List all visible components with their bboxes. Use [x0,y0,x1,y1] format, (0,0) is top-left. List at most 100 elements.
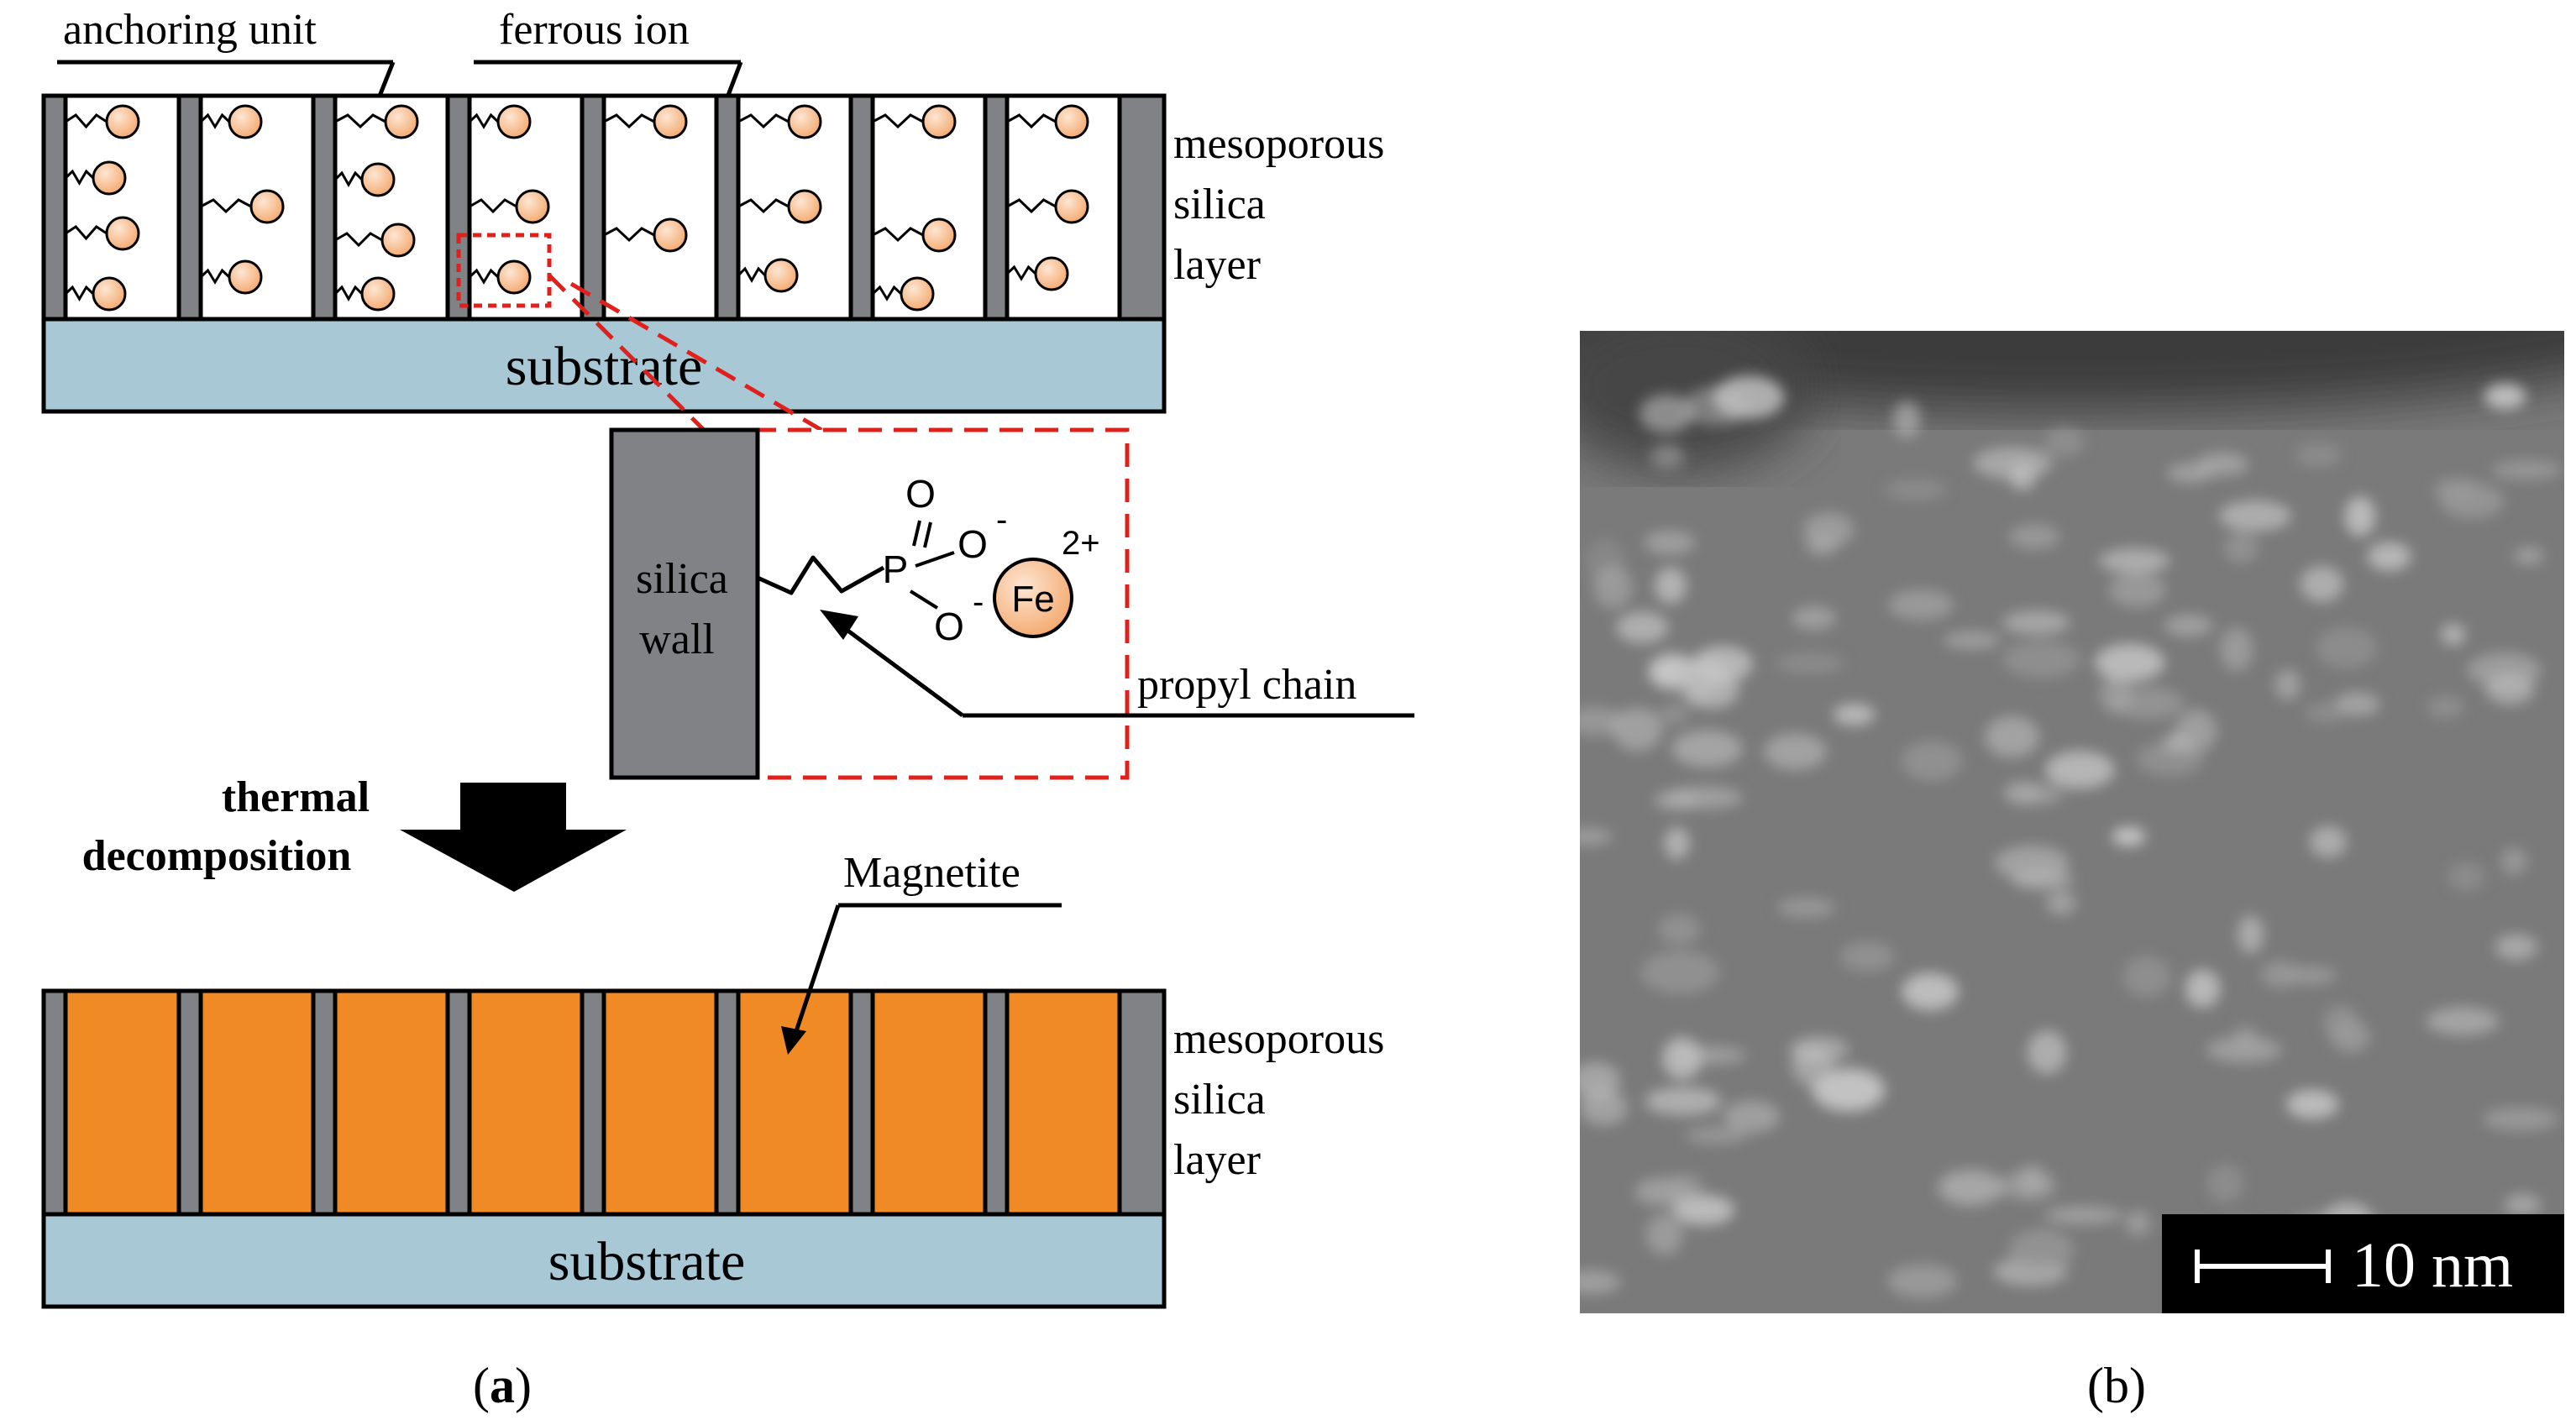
micrograph-particle [2344,496,2375,537]
micrograph-particle [2185,969,2221,1008]
silica-wall-bottom [1117,988,1167,1217]
label-ferrous-ion: ferrous ion [499,6,690,54]
anchoring-chain [603,227,655,243]
micrograph-particle [1902,972,1959,1010]
micrograph-particle [2484,384,2526,409]
anchoring-chain [737,198,790,214]
caption-a: (a) [473,1358,532,1413]
bond-p-o-bottom [909,589,939,610]
micrograph-particle [2368,542,2411,571]
substrate-bottom-label: substrate [548,1231,746,1292]
substrate-bottom [41,1212,1167,1309]
micrograph-particle [2309,825,2348,858]
layer-label-bottom-1: mesoporous [1173,1015,1384,1063]
ferrous-ion-dot [92,276,127,312]
micrograph-particle [1660,704,1688,726]
ferrous-ion-dot [1054,189,1089,224]
charge-minus-bottom: - [973,584,984,621]
micrograph-particle [2504,1194,2542,1216]
micrograph-particle [2426,1007,2500,1035]
ferrous-ion-dot [763,258,799,293]
silica-wall-top [445,93,472,322]
propyl-chain-zigzag [756,555,885,595]
micrograph-particle [1893,401,1921,438]
micrograph-particle [2046,891,2076,915]
micrograph-particle [1640,951,1720,994]
zoom-connector-left [548,274,706,432]
ferrous-ions [64,104,1089,312]
ferrous-ion-dot [1054,104,1089,139]
micrograph-particle [1580,1270,1621,1294]
micrograph-particle [1671,730,1743,768]
label-anchoring-unit: anchoring unit [63,6,317,54]
ferrous-ion-dot [92,160,127,196]
micrograph-particle [2108,573,2166,608]
micrograph-particle [2175,710,2217,752]
ferrous-ion-dot [921,104,957,139]
oxygen-top: O [905,472,936,516]
anchoring-chain [333,170,364,188]
anchoring-chain [469,198,517,214]
anchoring-chain [199,268,231,285]
ferrous-ion-dot [787,104,822,139]
micrograph-particle [1653,790,1699,810]
ferrous-ion-dot [787,189,822,224]
anchoring-chain [603,113,655,129]
micrograph-particle [1662,1037,1702,1080]
fe-charge: 2+ [1062,525,1100,562]
micrograph-particle [1580,706,1623,736]
micrograph-particle [1789,1035,1849,1064]
micrograph-particle [1803,512,1855,547]
micrograph-particle [2027,1030,2067,1074]
ferrous-ion-dot [384,104,419,139]
process-arrow [400,783,627,892]
anchoring-chain [468,268,500,285]
ferrous-ion-dot [900,276,935,312]
micrograph-particle [1884,479,1948,500]
micrograph-particle [1664,827,1690,860]
silica-wall-top [714,93,741,322]
micrograph-particle [1672,1194,1734,1225]
layer-label-top-2: silica [1173,181,1266,228]
silica-wall-bottom [445,988,472,1217]
micrograph-particle [2017,1165,2048,1195]
propyl-chain-arrowhead [820,610,858,640]
zoom-connector-right [569,281,823,432]
micrograph-particle [2323,1004,2358,1042]
micrograph-particle [2164,615,2213,637]
anchoring-chain [872,227,924,243]
micrograph-particle [2440,624,2466,646]
micrograph-particle [1580,1062,1620,1099]
process-label-1: thermal [222,773,370,821]
micrograph-particle [2513,547,2544,565]
micrograph-particle [2043,1207,2123,1224]
caption-a-open: ( [473,1358,490,1413]
propyl-chain-leader-d [838,622,964,718]
tem-micrograph [1580,331,2564,1313]
micrograph-particle [2044,427,2085,457]
magnetite-arrowhead [781,1026,806,1055]
micrograph-particle [1639,394,1694,433]
micrograph-particle [2008,524,2060,549]
anchoring-chain [1006,113,1057,129]
oxygen-right: O [957,522,988,566]
micrograph-particle [2012,870,2075,890]
ferrous-ion-dot [921,217,957,253]
micrograph-particle [2206,1036,2282,1063]
micrograph-particle [2166,463,2214,483]
silica-wall-top [848,93,875,322]
panel-a: anchoring unit ferrous ion substrate mes… [41,6,1414,1413]
anchoring-chain [334,113,386,129]
micrograph-particle [2111,687,2185,720]
micrograph-particle [1723,1100,1781,1134]
micrograph-particle [1792,605,1837,631]
micrograph-particle [2482,1107,2559,1131]
silica-wall-bottom [41,988,68,1217]
ferrous-ion-dot [496,259,532,295]
silica-wall [609,427,760,780]
micrograph-particle [1650,443,1685,469]
silica-wall-bottom [311,988,338,1217]
ferrous-ion-dot [105,216,140,251]
anchoring-chain [64,169,95,186]
